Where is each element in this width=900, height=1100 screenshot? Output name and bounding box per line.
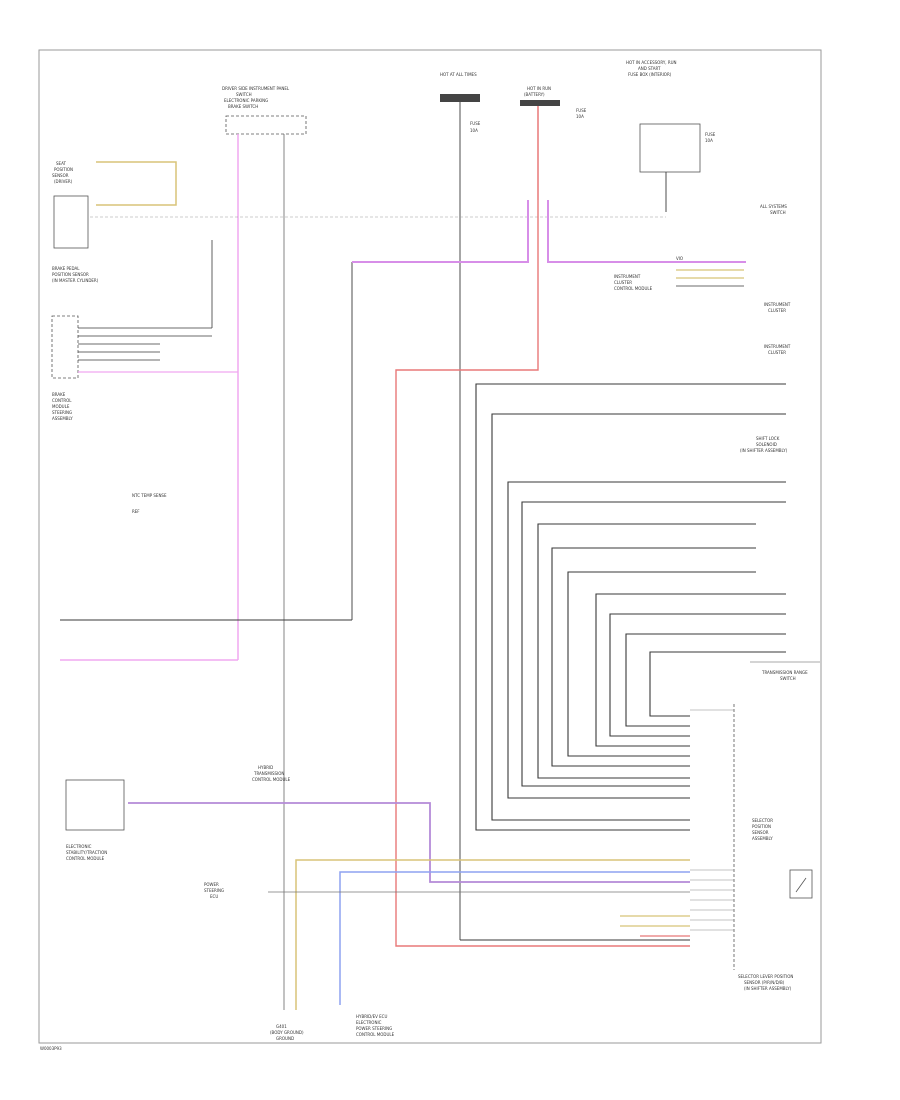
left-module-a: SEAT POSITION SENSOR (DRIVER)	[52, 161, 177, 249]
right-cluster-label-3: CONTROL MODULE	[614, 286, 653, 291]
top-right-fuse-label-3: FUSE BOX (INTERIOR)	[628, 72, 672, 77]
hot-in-run-block: HOT IN RUN (BATTERY) FUSE 10A	[520, 86, 587, 200]
instrument-cluster-b-label-2: CLUSTER	[768, 308, 786, 313]
hot-in-run-label: HOT IN RUN	[527, 86, 551, 91]
top-center-module-label-3: ELECTRONIC PARKING	[224, 98, 268, 103]
shift-lock-label-3: (IN SHIFTER ASSEMBLY)	[740, 448, 788, 453]
staircase-wires	[475, 383, 786, 831]
left-module-c-label-4: STEERING	[52, 410, 72, 415]
lower-center-module: HYBRID TRANSMISSION CONTROL MODULE	[252, 765, 291, 782]
left-module-a-label-1: SEAT	[56, 161, 66, 166]
lower-right-wire-stubs	[620, 915, 690, 937]
right-cluster-top: INSTRUMENT CLUSTER CONTROL MODULE	[614, 269, 744, 291]
fuse-mid-amp: 10A	[576, 114, 584, 119]
selector-a-label-3: SENSOR	[752, 830, 769, 835]
all-systems-label-2: SWITCH	[770, 210, 786, 215]
center-label-1: NTC TEMP SENSE	[132, 493, 167, 498]
top-center-module: DRIVER SIDE INSTRUMENT PANEL SWITCH ELEC…	[222, 86, 307, 135]
hot-at-all-times-block: HOT AT ALL TIMES FUSE 10A	[440, 72, 481, 940]
selector-position-sensor: SELECTOR POSITION SENSOR ASSEMBLY SELECT…	[738, 818, 813, 991]
ground-label-3: GROUND	[276, 1036, 294, 1041]
lower-center-label-2: TRANSMISSION	[253, 771, 284, 776]
top-center-module-label-4: BRAKE SWITCH	[228, 104, 258, 109]
hybrid-bottom-label-1: HYBRID/EV ECU	[356, 1014, 387, 1019]
top-right-fuse-label-1: HOT IN ACCESSORY, RUN	[626, 60, 677, 65]
all-systems-switch: ALL SYSTEMS SWITCH	[760, 204, 787, 215]
lower-center-label-3: CONTROL MODULE	[252, 777, 291, 782]
left-module-b: BRAKE PEDAL POSITION SENSOR (IN MASTER C…	[52, 266, 99, 283]
footer-code: W0003P93	[40, 1046, 62, 1051]
right-cluster-label-2: CLUSTER	[614, 280, 632, 285]
lower-left-module: ELECTRONIC STABILITY/TRACTION CONTROL MO…	[65, 779, 125, 861]
hybrid-bottom-label-4: CONTROL MODULE	[356, 1032, 395, 1037]
selector-a-label-2: POSITION	[752, 824, 771, 829]
lower-left-label-2: STABILITY/TRACTION	[66, 850, 107, 855]
selector-b-label-2: SENSOR (P/R/N/D/B)	[744, 980, 785, 985]
left-module-c-label-3: MODULE	[52, 404, 70, 409]
selector-b-label-3: (IN SHIFTER ASSEMBLY)	[744, 986, 792, 991]
fuse-mid-label: FUSE	[576, 108, 587, 113]
hybrid-bottom-label-2: ELECTRONIC	[356, 1020, 382, 1025]
top-right-fuse-label-4: FUSE	[705, 132, 716, 137]
lower-left-label-1: ELECTRONIC	[66, 844, 92, 849]
power-steering-label-2: STEERING	[204, 888, 224, 893]
lower-left-label-3: CONTROL MODULE	[66, 856, 105, 861]
transmission-range-switch: TRANSMISSION RANGE SWITCH	[750, 661, 820, 681]
power-steering-label-1: POWER	[204, 882, 219, 887]
ground-label-2: (BODY GROUND)	[270, 1030, 304, 1035]
top-right-fuse-label-5: 10A	[705, 138, 713, 143]
power-steering-ecu: POWER STEERING ECU	[204, 882, 224, 899]
transmission-range-label-1: TRANSMISSION RANGE	[761, 670, 808, 675]
diagram-frame	[38, 49, 822, 1044]
top-right-fuse-block: HOT IN ACCESSORY, RUN AND START FUSE BOX…	[626, 60, 716, 212]
fuse-left-label: FUSE	[470, 121, 481, 126]
left-module-a-label-4: (DRIVER)	[54, 179, 73, 184]
violet-bus-code: VIO	[676, 256, 683, 261]
left-module-a-label-3: SENSOR	[52, 173, 69, 178]
top-right-fuse-label-2: AND START	[638, 66, 661, 71]
hot-all-times-label: HOT AT ALL TIMES	[440, 72, 477, 77]
all-systems-label-1: ALL SYSTEMS	[760, 204, 787, 209]
hot-in-run-sub: (BATTERY)	[524, 92, 545, 97]
ground-label-1: G401	[276, 1024, 287, 1029]
selector-b-label-1: SELECTOR LEVER POSITION	[738, 974, 793, 979]
selector-a-label-1: SELECTOR	[752, 818, 773, 823]
shift-lock-label-2: SOLENOID	[756, 442, 777, 447]
center-label: NTC TEMP SENSE REF	[132, 493, 167, 514]
hybrid-bottom-label-3: POWER STEERING	[356, 1026, 392, 1031]
left-module-b-label-1: BRAKE PEDAL	[52, 266, 80, 271]
left-module-b-label-2: POSITION SENSOR	[52, 272, 89, 277]
right-cluster-label-1: INSTRUMENT	[614, 274, 641, 279]
fuse-left-amp: 10A	[470, 128, 478, 133]
ground-block: G401 (BODY GROUND) GROUND	[270, 1024, 304, 1041]
instrument-cluster-b-label-3: INSTRUMENT	[764, 344, 791, 349]
instrument-cluster-labels: INSTRUMENT CLUSTER INSTRUMENT CLUSTER	[764, 302, 791, 355]
hybrid-bottom-module: HYBRID/EV ECU ELECTRONIC POWER STEERING …	[356, 1014, 395, 1037]
left-module-c-label-1: BRAKE	[52, 392, 66, 397]
left-module-a-label-2: POSITION	[54, 167, 73, 172]
left-module-c-label-2: CONTROL	[52, 398, 72, 403]
top-center-module-label-2: SWITCH	[236, 92, 252, 97]
top-center-module-label-1: DRIVER SIDE INSTRUMENT PANEL	[222, 86, 290, 91]
lower-center-label-1: HYBRID	[258, 765, 273, 770]
shift-lock-label-1: SHIFT LOCK	[756, 436, 780, 441]
transmission-range-label-2: SWITCH	[780, 676, 796, 681]
instrument-cluster-b-label-4: CLUSTER	[768, 350, 786, 355]
left-module-c-label-5: ASSEMBLY	[52, 416, 73, 421]
center-label-2: REF	[132, 509, 140, 514]
right-connector-strip	[690, 704, 735, 970]
selector-a-label-4: ASSEMBLY	[752, 836, 773, 841]
power-steering-label-3: ECU	[210, 894, 218, 899]
left-module-c: BRAKE CONTROL MODULE STEERING ASSEMBLY	[51, 315, 238, 421]
instrument-cluster-b-label-1: INSTRUMENT	[764, 302, 791, 307]
left-module-b-label-3: (IN MASTER CYLINDER)	[52, 278, 99, 283]
